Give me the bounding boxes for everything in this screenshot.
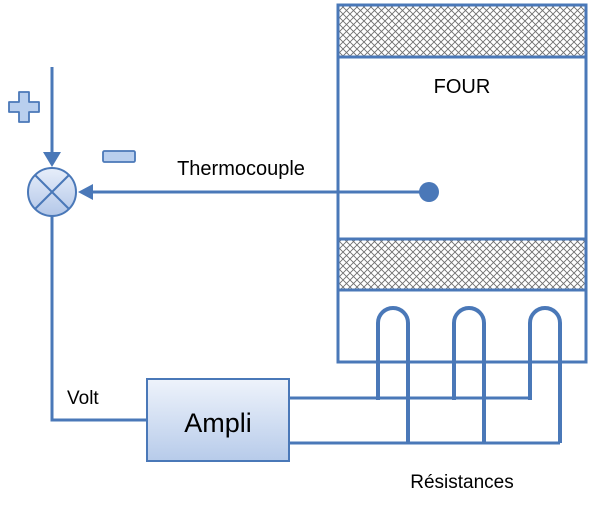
thermocouple-label: Thermocouple xyxy=(177,158,305,180)
resistances-label: Résistances xyxy=(410,472,514,493)
bottom-insulation xyxy=(336,237,588,292)
resistance-coil-1 xyxy=(376,306,410,443)
error-wire xyxy=(50,216,147,422)
volt-label: Volt xyxy=(67,388,99,409)
resistance-coils xyxy=(376,306,562,443)
feedback-arrowhead xyxy=(78,184,93,200)
plus-sign-icon xyxy=(8,91,40,123)
thermocouple-sensor xyxy=(419,182,439,202)
four-label: FOUR xyxy=(434,76,491,98)
resistance-coil-3 xyxy=(528,306,562,443)
furnace-body xyxy=(336,3,588,364)
setpoint-arrowhead xyxy=(43,152,61,167)
ampli-block xyxy=(146,378,290,462)
summing-junction xyxy=(27,167,77,217)
minus-sign-icon xyxy=(102,150,136,163)
ampli-label: Ampli xyxy=(184,408,252,438)
top-insulation xyxy=(336,3,588,59)
resistance-coil-2 xyxy=(452,306,486,443)
